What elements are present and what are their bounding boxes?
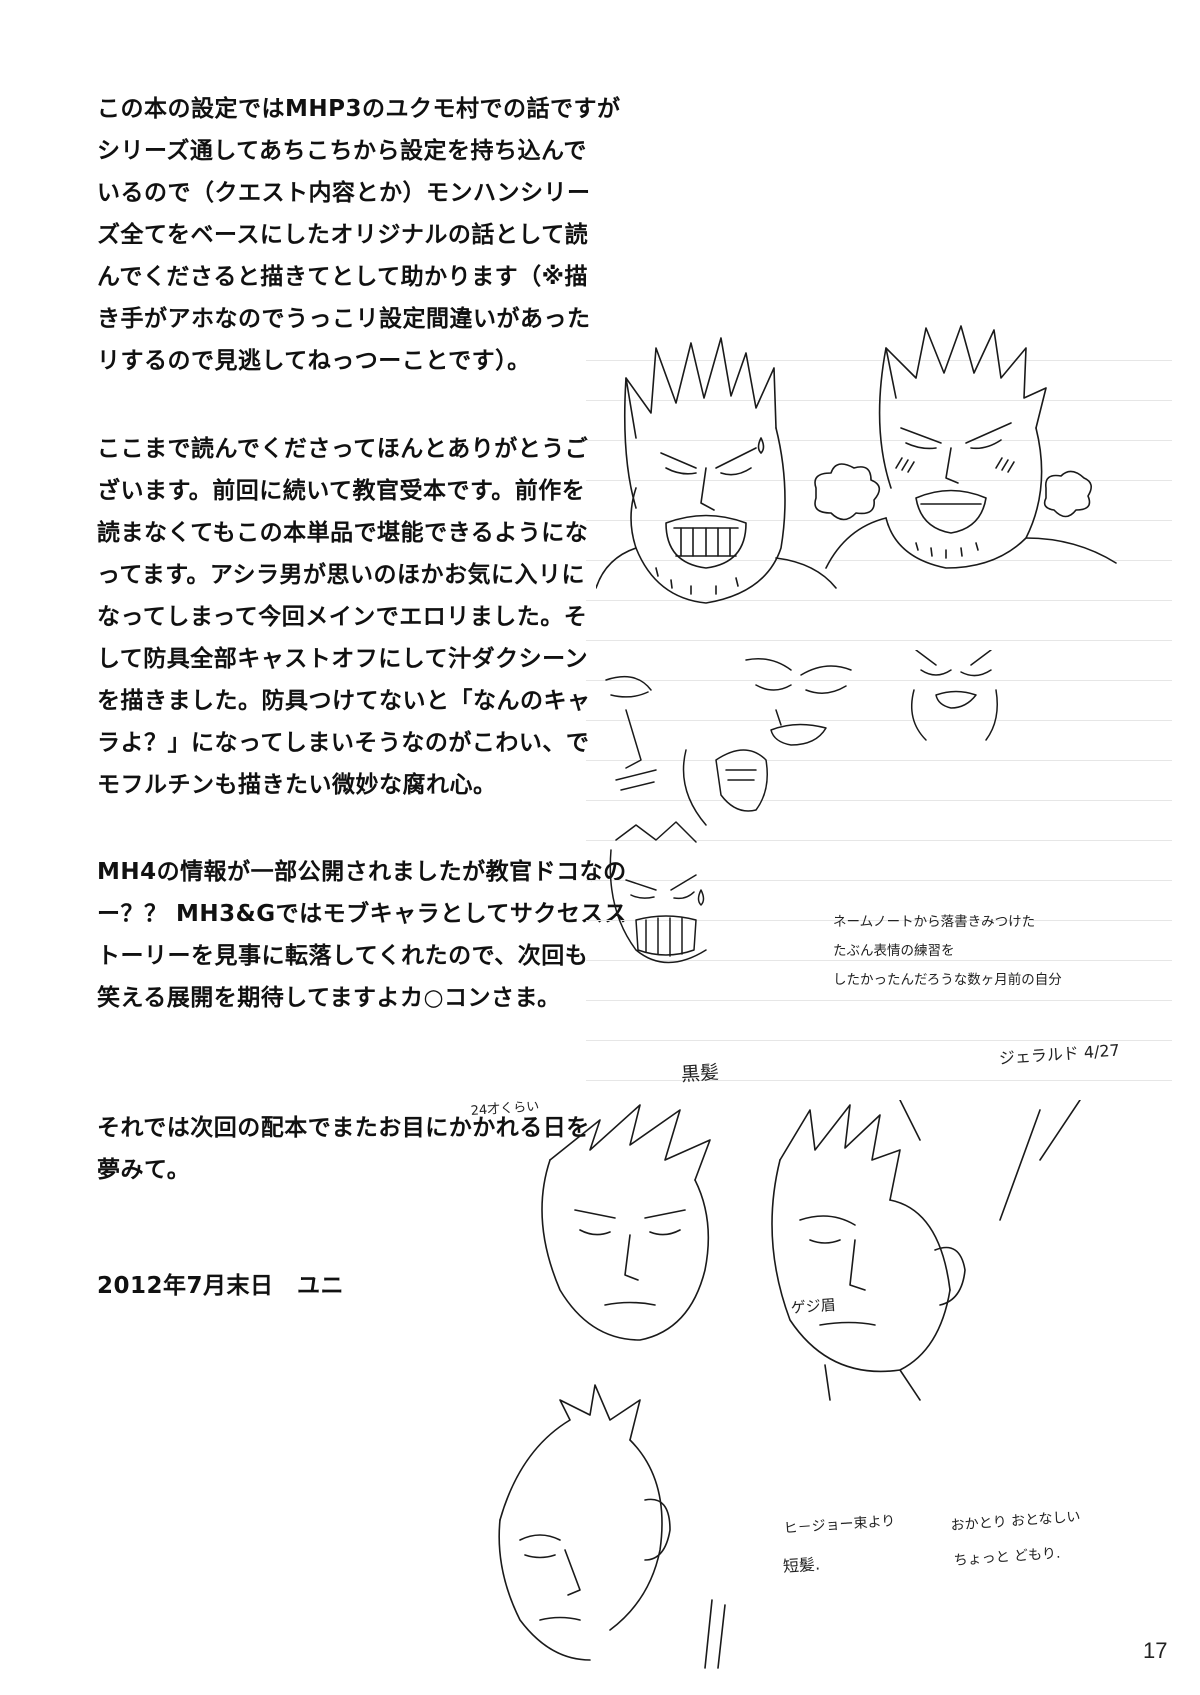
ruled-line xyxy=(586,840,1172,841)
ruled-line xyxy=(586,560,1172,561)
note-short-hair: 短髪. xyxy=(782,1554,821,1576)
ruled-line xyxy=(586,680,1172,681)
caption-line: ネームノートから落書きみつけた xyxy=(833,914,1036,930)
text-line: ざいます。前回に続いて教官受本です。前作を xyxy=(97,478,586,504)
text-line: き手がアホなのでうっこリ設定間違いがあった xyxy=(97,306,591,332)
text-line: モフルチンも描きたい微妙な腐れ心。 xyxy=(97,772,497,798)
note-eyebrows: ゲジ眉 xyxy=(790,1295,837,1317)
caption-line: たぶん表情の練習を xyxy=(833,943,955,959)
ruled-line xyxy=(586,1040,1172,1041)
text-line: んでくださると描きてとして助かります（※描 xyxy=(97,264,589,290)
text-line: それでは次回の配本でまたお目にかかれる日を xyxy=(97,1115,590,1141)
ruled-line xyxy=(586,960,1172,961)
text-line: 笑える展開を期待してますよカ○コンさま。 xyxy=(97,985,561,1011)
ruled-line xyxy=(586,360,1172,361)
text-line: シリーズ通してあちこちから設定を持ち込んで xyxy=(97,138,587,164)
caption-line: したかったんだろうな数ヶ月前の自分 xyxy=(833,972,1062,988)
text-line: いるので（クエスト内容とか）モンハンシリー xyxy=(97,180,591,206)
ruled-line xyxy=(586,480,1172,481)
text-line: MH4の情報が一部公開されましたが教官ドコなの xyxy=(97,859,627,885)
text-line: ここまで読んでくださってほんとありがとうご xyxy=(97,436,589,462)
ruled-line xyxy=(586,720,1172,721)
ruled-line xyxy=(586,760,1172,761)
essay-paragraph-1: この本の設定ではMHP3のユクモ村での話ですが シリーズ通してあちこちから設定を… xyxy=(97,88,621,382)
sketch-caption: ネームノートから落書きみつけた たぶん表情の練習を したかったんだろうな数ヶ月前… xyxy=(833,908,1133,995)
signature-line: 2012年7月末日ユニ xyxy=(97,1265,617,1307)
sketch-angry-faces xyxy=(596,318,1156,648)
signature: 2012年7月末日ユニ xyxy=(97,1265,617,1307)
essay-paragraph-3: MH4の情報が一部公開されましたが教官ドコなの ー？？ MH3&Gではモブキャラ… xyxy=(97,851,628,1019)
sketch-expression-studies xyxy=(596,650,1056,990)
essay-paragraph-4: それでは次回の配本でまたお目にかかれる日を 夢みて。 xyxy=(97,1107,617,1191)
text-line: なってしまって今回メインでエロリました。そ xyxy=(97,604,588,630)
text-line: ズ全てをベースにしたオリジナルの話として読 xyxy=(97,222,589,248)
ruled-line xyxy=(586,1080,1172,1081)
text-line: ー？？ MH3&Gではモブキャラとしてサクセスス xyxy=(97,901,628,927)
text-line: 夢みて。 xyxy=(97,1157,191,1183)
ruled-line xyxy=(586,880,1172,881)
text-line: して防具全部キャストオフにして汁ダクシーン xyxy=(97,646,588,672)
ruled-line xyxy=(586,920,1172,921)
text-line: 読まなくてもこの本単品で堪能できるようにな xyxy=(97,520,589,546)
ruled-line xyxy=(586,600,1172,601)
signature-author: ユニ xyxy=(297,1273,344,1299)
text-line: ってます。アシラ男が思いのほかお気に入リに xyxy=(97,562,585,588)
ruled-line xyxy=(586,800,1172,801)
ruled-line xyxy=(586,1000,1172,1001)
note-kurogami: 黒髪 xyxy=(680,1061,720,1086)
signature-date: 2012年7月末日 xyxy=(97,1273,274,1299)
sketch-character-reference xyxy=(480,1100,1170,1680)
essay-paragraph-2: ここまで読んでくださってほんとありがとうご ざいます。前回に続いて教官受本です。… xyxy=(97,428,617,806)
text-line: を描きました。防具つけてないと「なんのキャ xyxy=(97,688,591,714)
text-line: リするので見逃してねっつーことです）。 xyxy=(97,348,531,374)
text-line: この本の設定ではMHP3のユクモ村での話ですが xyxy=(97,96,621,122)
text-line: ラよ？」になってしまいそうなのがこわい、で xyxy=(97,730,590,756)
text-line: トーリーを見事に転落してくれたので、次回も xyxy=(97,943,589,969)
ruled-line xyxy=(586,400,1172,401)
page-number: 17 xyxy=(1143,1638,1168,1663)
ruled-line xyxy=(586,440,1172,441)
ruled-line xyxy=(586,640,1172,641)
